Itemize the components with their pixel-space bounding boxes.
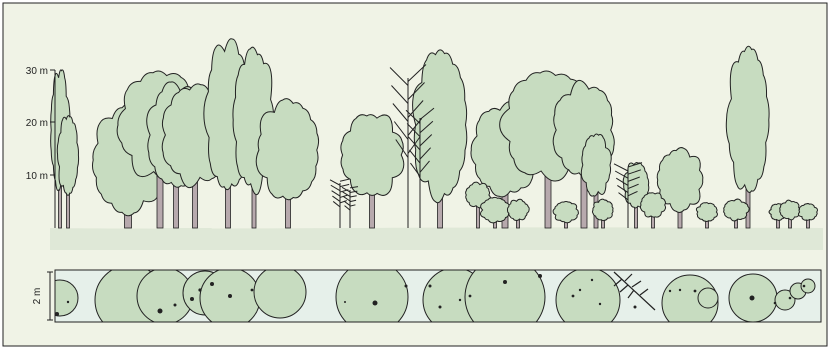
- trunk-position: [591, 279, 593, 281]
- trunk-position: [198, 288, 201, 291]
- trunk-position: [429, 285, 432, 288]
- trunk-position: [503, 280, 507, 284]
- height-label-30m: 30 m: [26, 66, 48, 77]
- height-label-10m: 10 m: [26, 171, 48, 182]
- trunk-position: [694, 290, 697, 293]
- trunk-position: [405, 285, 408, 288]
- trunk-position: [469, 295, 472, 298]
- trunk-position: [251, 289, 254, 292]
- trunk-position: [210, 282, 214, 286]
- trunk-position: [579, 289, 581, 291]
- trunk-position: [67, 301, 69, 303]
- trunk-position: [774, 302, 777, 305]
- height-label-20m: 20 m: [26, 118, 48, 129]
- trunk-position: [459, 299, 461, 301]
- ground-strip: [50, 227, 823, 250]
- trunk-position: [55, 312, 59, 316]
- trunk-position: [538, 274, 542, 278]
- trunk-position: [634, 306, 637, 309]
- trunk-position: [750, 296, 755, 301]
- trunk-position: [373, 301, 378, 306]
- crown-footprint: [698, 288, 718, 308]
- trunk-position: [439, 306, 442, 309]
- trunk-position: [599, 303, 601, 305]
- trunk-position: [174, 304, 177, 307]
- trunk-position: [669, 290, 671, 292]
- width-label-2m: 2 m: [32, 288, 43, 305]
- trunk-position: [190, 297, 194, 301]
- trunk-position: [228, 294, 232, 298]
- trunk-position: [344, 301, 346, 303]
- trunk-position: [789, 297, 792, 300]
- trunk-position: [679, 289, 681, 291]
- trunk-position: [803, 285, 806, 288]
- trunk-position: [572, 295, 575, 298]
- trunk-position: [158, 309, 163, 314]
- crown-footprint: [254, 266, 306, 318]
